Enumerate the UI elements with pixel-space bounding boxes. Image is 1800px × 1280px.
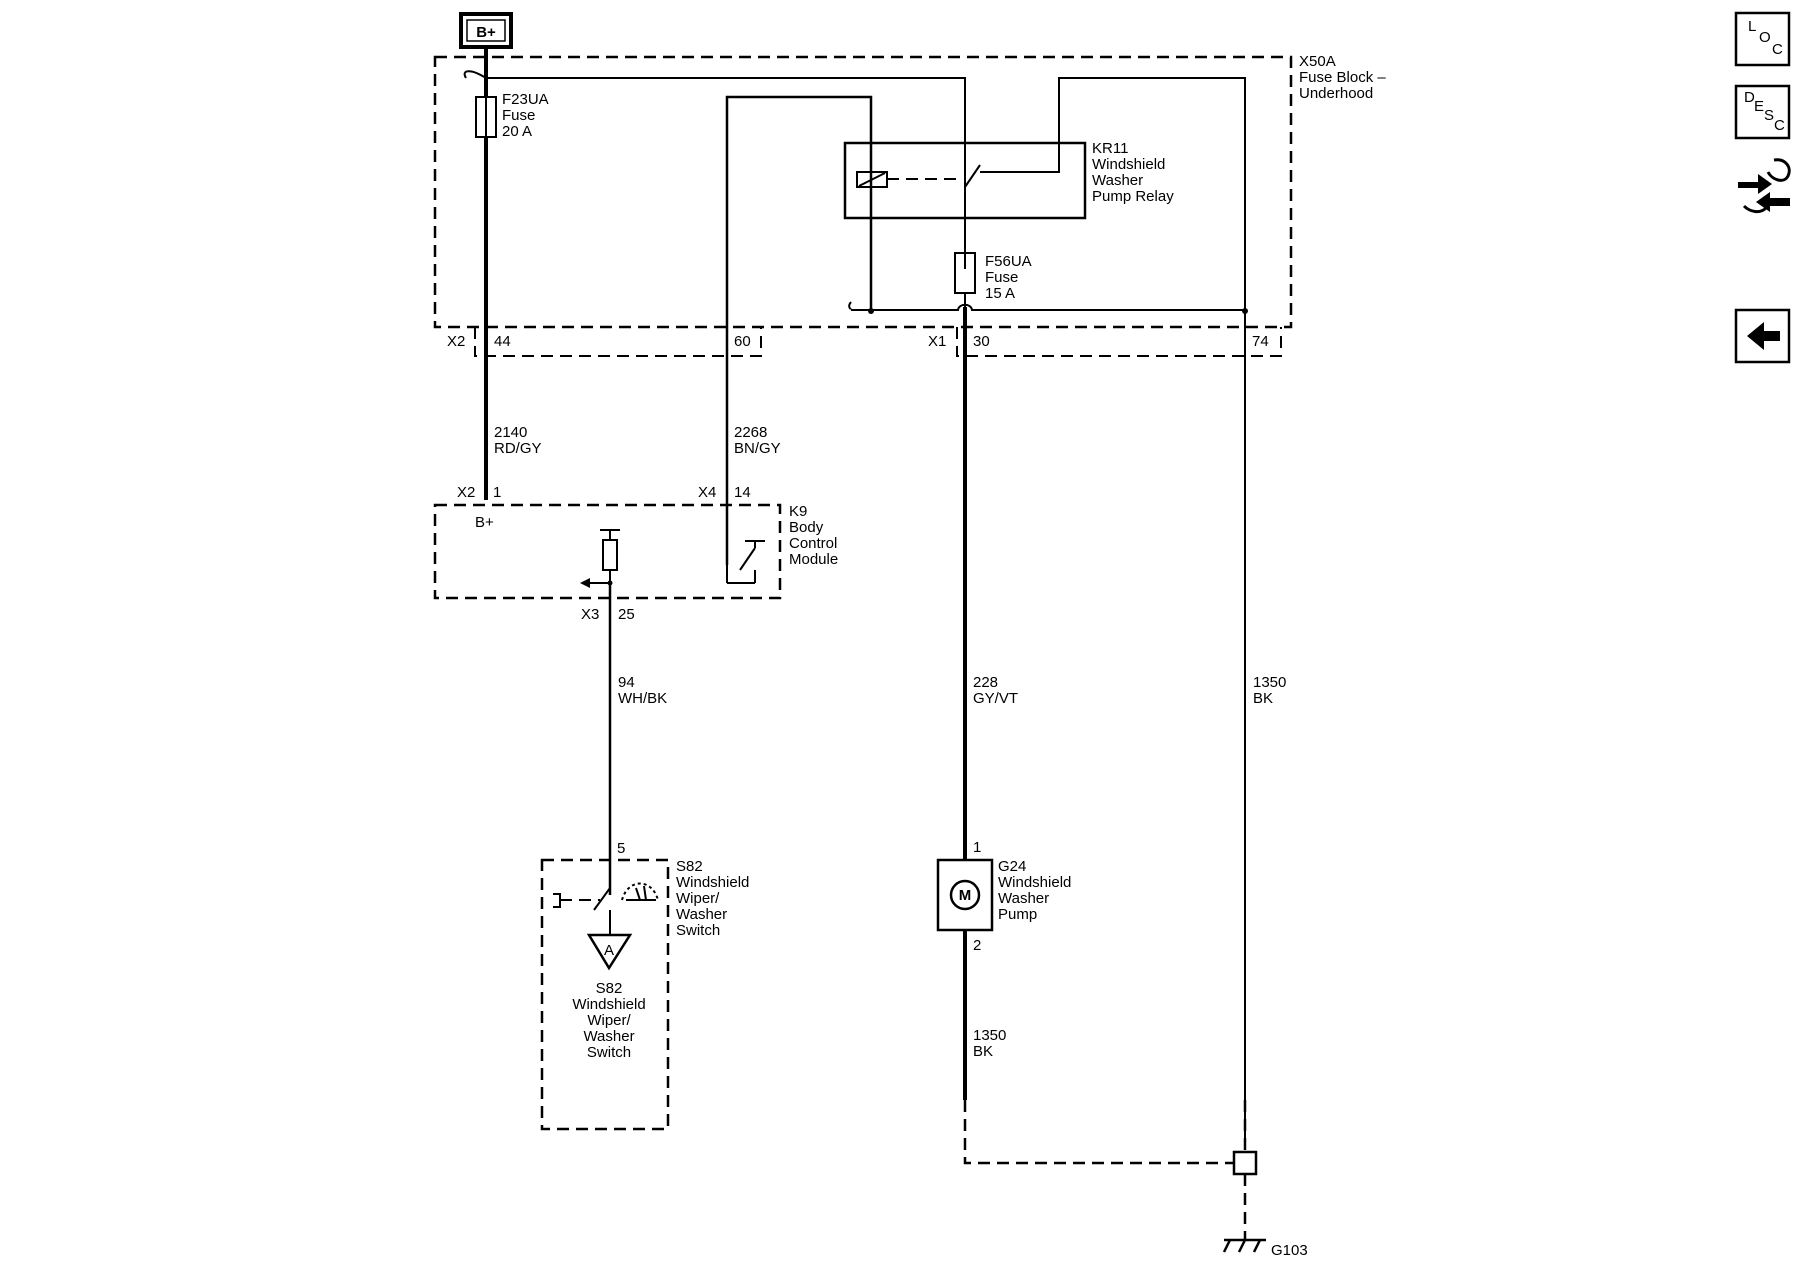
relay-kr11-name-1: Windshield [1092, 156, 1165, 173]
k9-internal-input [580, 529, 620, 588]
left-arrow-icon [1747, 322, 1780, 350]
bplus-label: B+ [476, 24, 496, 41]
pin-74-label: 74 [1252, 333, 1269, 350]
fuse-block-name-2: Underhood [1299, 85, 1373, 102]
s82-ref-name-1: Windshield [572, 996, 645, 1013]
connector-x1-boundary [956, 327, 1282, 357]
pin-1-k9-label: 1 [493, 484, 501, 501]
s82-name-4: Switch [676, 922, 720, 939]
wire-1350b-circuit: 1350 [973, 1027, 1006, 1044]
svg-text:S: S [1764, 107, 1774, 124]
g24-id: G24 [998, 858, 1026, 875]
relay-switch-wire [980, 77, 1246, 1150]
g24-name-1: Windshield [998, 874, 1071, 891]
s82-name-3: Washer [676, 906, 727, 923]
wire-94-circuit: 94 [618, 674, 635, 691]
pin-14-label: 14 [734, 484, 751, 501]
description-button[interactable]: D E S C [1734, 84, 1791, 140]
relay-kr11-box [843, 141, 1087, 220]
s82-name-2: Wiper/ [676, 890, 720, 907]
fuse-f56ua-type: Fuse [985, 269, 1018, 286]
s82-reference-triangle: A [586, 933, 633, 971]
s82-ref-id: S82 [596, 980, 623, 997]
fuse-block-name-1: Fuse Block – [1299, 69, 1386, 86]
wire-2268-color: BN/GY [734, 440, 781, 457]
s82-ref-name-4: Switch [587, 1044, 631, 1061]
wire-1350a-color: BK [1253, 690, 1273, 707]
top-bus-wire [463, 70, 966, 269]
relay-kr11-name-2: Washer [1092, 172, 1143, 189]
fuse-block-boundary [433, 55, 1293, 329]
location-button[interactable]: L O C [1734, 11, 1791, 67]
internal-ground-bus [848, 301, 1245, 311]
svg-text:C: C [1772, 41, 1783, 58]
wire-2268-circuit: 2268 [734, 424, 767, 441]
wire-94-color: WH/BK [618, 690, 667, 707]
svg-text:E: E [1754, 98, 1764, 115]
pin-60-label: 60 [734, 333, 751, 350]
pin-30-label: 30 [973, 333, 990, 350]
battery-positive-source: B+ [459, 12, 513, 49]
circuit-2268 [725, 95, 873, 565]
s82-ref-name-2: Wiper/ [587, 1012, 631, 1029]
pin-25-label: 25 [618, 606, 635, 623]
g24-pin1-label: 1 [973, 839, 981, 856]
k9-id: K9 [789, 503, 807, 520]
wire-1350b-color: BK [973, 1043, 993, 1060]
s82-pin-label: 5 [617, 840, 625, 857]
fuse-f56ua-id: F56UA [985, 253, 1032, 270]
g24-name-3: Pump [998, 906, 1037, 923]
connector-x4-label: X4 [698, 484, 716, 501]
fuse-f23ua-rating: 20 A [502, 123, 532, 140]
k9-bplus-label: B+ [475, 514, 494, 531]
k9-internal-switch [726, 540, 765, 584]
fuse-block-id: X50A [1299, 53, 1336, 70]
connector-x1-label: X1 [928, 333, 946, 350]
wire-2140-circuit: 2140 [494, 424, 527, 441]
s82-switch-contact [553, 887, 611, 935]
pin-44-label: 44 [494, 333, 511, 350]
s82-switch-boundary [540, 858, 670, 1131]
wire-228-circuit: 228 [973, 674, 998, 691]
back-button[interactable] [1734, 308, 1791, 364]
s82-ref-name-3: Washer [583, 1028, 634, 1045]
g24-pin2-label: 2 [973, 937, 981, 954]
connector-tools-icon [1738, 174, 1790, 212]
connector-end-view-button[interactable] [1736, 152, 1792, 218]
fuse-f56ua-rating: 15 A [985, 285, 1015, 302]
ground-splice [1232, 1150, 1258, 1176]
svg-text:C: C [1774, 117, 1785, 134]
svg-text:L: L [1748, 18, 1756, 35]
connector-x2-k9-label: X2 [457, 484, 475, 501]
pump-motor-icon [949, 879, 981, 911]
ground-g103-label: G103 [1271, 1242, 1308, 1259]
k9-name-1: Body [789, 519, 824, 536]
ground-splice-wiring [963, 1100, 1234, 1165]
relay-switch-contact [964, 164, 981, 188]
k9-name-2: Control [789, 535, 837, 552]
fuse-f23ua-type: Fuse [502, 107, 535, 124]
wire-228-color: GY/VT [973, 690, 1018, 707]
circuit-2140 [475, 47, 497, 500]
svg-text:D: D [1744, 89, 1755, 106]
relay-kr11-id: KR11 [1092, 140, 1128, 157]
k9-module-boundary [433, 503, 782, 600]
connector-x2-label: X2 [447, 333, 465, 350]
g24-name-2: Washer [998, 890, 1049, 907]
wire-1350a-circuit: 1350 [1253, 674, 1286, 691]
washer-spray-icon [621, 882, 659, 901]
svg-text:O: O [1759, 29, 1771, 46]
fuse-f23ua-id: F23UA [502, 91, 549, 108]
ground-g103-symbol [1222, 1238, 1266, 1253]
g24-motor-label: M [959, 887, 972, 904]
s82-name-1: Windshield [676, 874, 749, 891]
svg-text:A: A [604, 942, 614, 959]
connector-x3-label: X3 [581, 606, 599, 623]
s82-id: S82 [676, 858, 703, 875]
connector-x2-boundary [474, 327, 762, 357]
relay-kr11-name-3: Pump Relay [1092, 188, 1174, 205]
k9-name-3: Module [789, 551, 838, 568]
wire-2140-color: RD/GY [494, 440, 542, 457]
